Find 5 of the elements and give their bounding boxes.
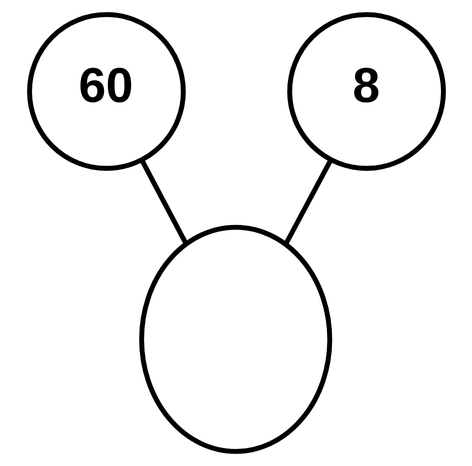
- node-circle: 8: [286, 12, 446, 171]
- node-circle: 60: [26, 12, 186, 171]
- connector: [282, 158, 332, 246]
- node-circle: [138, 224, 332, 454]
- connector: [139, 158, 188, 246]
